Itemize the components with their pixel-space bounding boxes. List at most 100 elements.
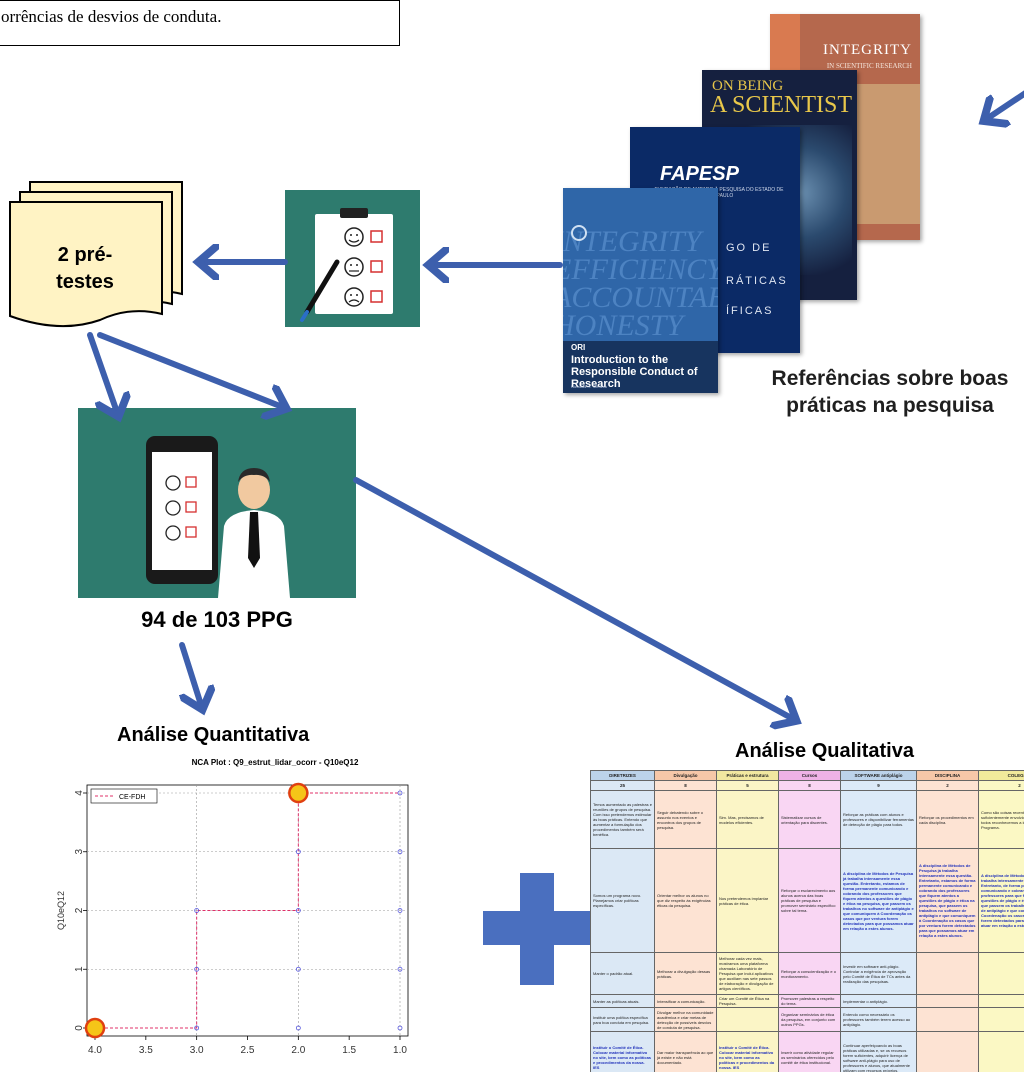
ce-fdh-line xyxy=(95,792,400,1029)
table-cell: Implementar o antiplágio. xyxy=(840,994,917,1008)
plot-title: NCA Plot : Q9_estrut_lidar_ocorr - Q10eQ… xyxy=(191,758,359,767)
x-axis-label: Q9_estrut_lidar_ocorr xyxy=(204,1062,291,1063)
document-stack-icon xyxy=(9,181,183,328)
table-cell: Entendo como necessário os professores t… xyxy=(840,1007,917,1032)
data-point xyxy=(194,908,200,913)
x-tick-label: 3.0 xyxy=(190,1045,204,1056)
table-cell xyxy=(916,994,979,1008)
table-count-cell: 25 xyxy=(590,780,655,791)
x-tick-label: 1.5 xyxy=(342,1045,356,1056)
table-header-cell: COLEGIAD xyxy=(978,770,1024,781)
table-cell: Criar um Comitê de Ética na Pesquisa. xyxy=(716,994,779,1008)
ori-lower-band xyxy=(563,341,718,393)
book-scientist-line2: A SCIENTIST xyxy=(710,92,853,118)
table-cell: Seguir debatendo sobre o assunto nos eve… xyxy=(654,790,717,849)
table-header-cell: DIRETRIZES xyxy=(590,770,655,781)
fapesp-title-line2: RÁTICAS xyxy=(726,275,788,287)
data-point xyxy=(194,1025,200,1031)
highlighted-point xyxy=(288,782,309,804)
plus-sign-horizontal xyxy=(483,911,591,945)
table-cell: Organizar seminários de ética da pesquis… xyxy=(778,1007,841,1032)
table-cell: Melhorar cada vez mais, mostramos uma pl… xyxy=(716,952,779,995)
data-point xyxy=(397,790,403,796)
phone-person-illustration xyxy=(146,436,290,598)
data-point xyxy=(295,849,301,855)
data-point xyxy=(397,849,403,855)
qualitative-title: Análise Qualitativa xyxy=(735,740,914,762)
nca-plot-svg: 4.03.53.02.52.01.51.001234Q9_estrut_lida… xyxy=(56,782,409,1072)
ori-label: ORI xyxy=(571,343,586,352)
table-count-cell: 9 xyxy=(840,780,917,791)
table-header-cell: SOFTWARE antiplágio xyxy=(840,770,917,781)
survey-phone-panel xyxy=(78,408,356,598)
highlighted-point xyxy=(84,1017,106,1039)
table-cell: Continuar aperfeiçoando as boas práticas… xyxy=(840,1031,917,1072)
table-cell: A disciplina de Métodos de Pesquisa já t… xyxy=(916,848,979,953)
table-cell: Instituir o Comitê de Ética. Colocar mat… xyxy=(716,1031,779,1072)
table-cell: Temos aumentado as palestras e reuniões … xyxy=(590,790,655,849)
nca-plot: 4.03.53.02.52.01.51.001234Q9_estrut_lida… xyxy=(50,773,415,1072)
table-cell: Reforçar a conscientização e o monitoram… xyxy=(778,952,841,995)
arrow-ppg-to-quantitative xyxy=(179,642,202,708)
table-cell xyxy=(978,1007,1024,1032)
table-cell: Reforçar as práticas com alunos e profes… xyxy=(840,790,917,849)
table-cell: Como são coisas recentes, não estamos su… xyxy=(978,790,1024,849)
arrow-pretests-to-phone-2 xyxy=(97,332,285,408)
ori-background-words: INTEGRITY EFFICIENCY ACCOUNTABILITY HONE… xyxy=(563,225,718,342)
table-cell xyxy=(978,994,1024,1008)
top-text-box: orrências de desvios de conduta. xyxy=(0,0,400,46)
table-count-cell: 8 xyxy=(778,780,841,791)
table-cell: Investir em software anti-plágio. Contro… xyxy=(840,952,917,995)
top-text: orrências de desvios de conduta. xyxy=(1,7,222,26)
ppg-label: 94 de 103 PPG xyxy=(141,607,293,632)
x-tick-label: 1.0 xyxy=(393,1045,407,1056)
table-row: Somos um programa novo. Planejamos criar… xyxy=(590,848,1024,953)
table-count-cell: 8 xyxy=(654,780,717,791)
book-integrity-subtitle: IN SCIENTIFIC RESEARCH xyxy=(826,62,912,70)
table-cell: Promover palestras a respeito do tema. xyxy=(778,994,841,1008)
clipboard-checklist-icon xyxy=(300,208,393,322)
questionnaire-panel xyxy=(285,190,420,327)
y-tick-label: 3 xyxy=(74,849,85,855)
legend-box xyxy=(90,788,158,804)
data-point xyxy=(397,966,403,972)
table-cell: Instituir uma política específica para b… xyxy=(590,1007,655,1032)
table-cell: Melhorar a divulgação dessas práticas. xyxy=(654,952,717,995)
table-cell: A disciplina de Métodos de Pesquisa já t… xyxy=(840,848,917,953)
table-header-cell: Divulgação xyxy=(654,770,717,781)
arrow-pretests-to-phone-1 xyxy=(87,332,118,415)
arrow-phone-to-qualitative xyxy=(353,477,795,720)
table-cell: Sim. Mas, precisamos de modelos eficient… xyxy=(716,790,779,849)
table-cell: Inserir como atividade regular os seminá… xyxy=(778,1031,841,1072)
y-tick-label: 1 xyxy=(74,966,85,972)
fapesp-title-line3: ÍFICAS xyxy=(726,305,774,317)
pretests-line1: 2 pré- xyxy=(57,244,113,266)
table-row: Manter as políticas atuais.Intensificar … xyxy=(590,994,1024,1008)
ori-author: Nicholas H. Steneck xyxy=(571,384,608,389)
data-point xyxy=(295,966,301,972)
table-row: Instituir uma política específica para b… xyxy=(590,1007,1024,1032)
table-cell: Manter o padrão atual. xyxy=(590,952,655,995)
table-cell: Reforçar os procedimentos em cada discip… xyxy=(916,790,979,849)
x-tick-label: 2.0 xyxy=(291,1045,305,1056)
data-point xyxy=(397,1025,403,1031)
table-row: Manter o padrão atual.Melhorar a divulga… xyxy=(590,952,1024,995)
table-row: Instituir o Comitê de Ética. Colocar mat… xyxy=(590,1031,1024,1072)
y-tick-label: 2 xyxy=(74,907,85,913)
fapesp-logo: FAPESP xyxy=(660,163,739,185)
data-point xyxy=(295,1025,301,1031)
y-tick-label: 0 xyxy=(74,1025,85,1031)
data-point xyxy=(397,908,403,913)
table-count-cell: 5 xyxy=(716,780,779,791)
table-cell xyxy=(978,952,1024,995)
pretests-label: 2 pré- testes xyxy=(10,242,160,296)
table-header-cell: Práticas e estrutura xyxy=(716,770,779,781)
table-cell: Orientar melhor os alunos no que diz res… xyxy=(654,848,717,953)
table-cell: Dar maior transparência ao que já existe… xyxy=(654,1031,717,1072)
references-label: Referências sobre boas práticas na pesqu… xyxy=(720,365,1024,419)
hhs-seal-icon xyxy=(571,225,587,241)
y-axis-label: Q10eQ12 xyxy=(56,891,66,930)
x-tick-label: 3.5 xyxy=(139,1045,153,1056)
